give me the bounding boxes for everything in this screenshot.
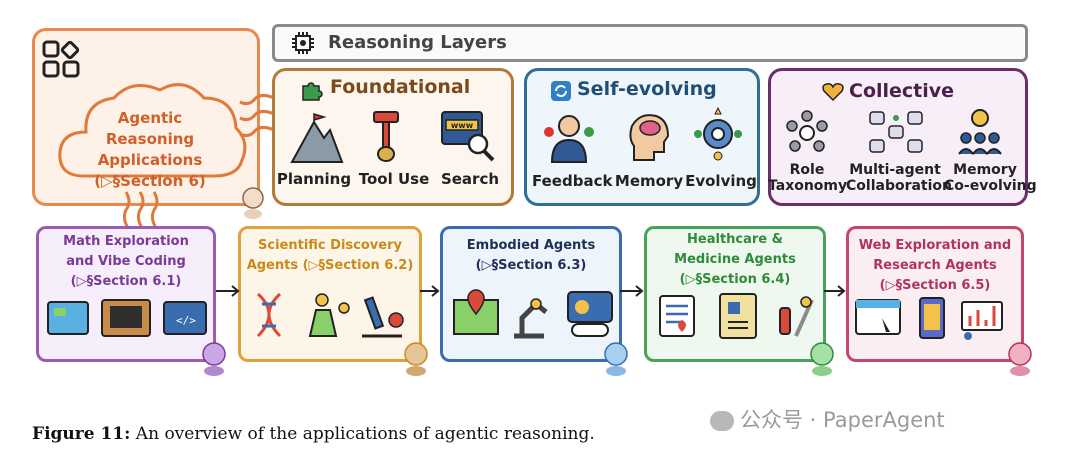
scientific-discovery-title: Scientific Discovery Agents (▷§Section 6…: [240, 236, 420, 276]
watermark-text: 公众号 · PaperAgent: [740, 408, 945, 432]
role-taxonomy-icon: [786, 110, 828, 152]
evolving-label: Evolving: [685, 172, 757, 190]
self-evolving-title: Self-evolving: [577, 78, 717, 100]
memory-coevolving-icon: [958, 109, 1002, 155]
memory-coevolving-label: Memory Co-evolving: [944, 162, 1037, 194]
svg-text:</>: </>: [176, 314, 196, 327]
medical-icons: [659, 293, 814, 339]
multi-agent-label: Multi-agent Collaboration: [846, 162, 953, 194]
math-title-line3: (▷§Section 6.1): [70, 274, 182, 289]
chip-icon: [292, 32, 314, 54]
embodied-agents-title: Embodied Agents (▷§Section 6.3): [442, 236, 620, 276]
role-taxonomy-label: Role Taxonomy: [768, 162, 848, 194]
mascot-icon: [242, 187, 264, 219]
memory-coevolving-line1: Memory: [953, 162, 1017, 178]
caption-text: An overview of the applications of agent…: [130, 424, 595, 444]
arrow-health-to-web: [824, 285, 846, 297]
multi-agent-line1: Multi-agent: [849, 162, 941, 178]
science-icons: [256, 292, 404, 338]
mascot-icon: [202, 342, 226, 376]
math-title-line2: and Vibe Coding: [66, 254, 186, 269]
mascot-icon: [1008, 342, 1032, 376]
evolving-gear-icon: [694, 106, 742, 161]
role-taxonomy-line1: Role: [789, 162, 825, 178]
apps-grid-icon: [42, 40, 80, 78]
svg-text:www: www: [451, 121, 474, 130]
arrow-sci-to-emb: [420, 285, 440, 297]
scientific-discovery-box: [238, 226, 422, 362]
mountain-icon: [290, 112, 344, 163]
arrow-emb-to-health: [620, 285, 644, 297]
agentic-apps-line1: Agentic Reasoning: [105, 109, 195, 148]
planning-label: Planning: [276, 170, 352, 188]
wechat-icon: [710, 411, 734, 431]
memory-label: Memory: [614, 172, 684, 190]
embodied-title-line1: Embodied Agents: [466, 238, 596, 253]
reasoning-layers-title: Reasoning Layers: [328, 32, 507, 53]
mascot-icon: [810, 342, 834, 376]
memory-head-icon: [629, 114, 670, 161]
arrow-math-to-sci: [216, 285, 240, 297]
caption-label: Figure 11:: [32, 424, 131, 444]
mascot-icon: [604, 342, 628, 376]
search-label: Search: [440, 170, 500, 188]
cloud-icon: [58, 83, 247, 178]
foundational-title: Foundational: [330, 76, 471, 98]
web-exploration-box: [846, 226, 1024, 362]
apps-down-arrows: [122, 191, 159, 229]
multi-agent-line2: Collaboration: [846, 178, 953, 194]
math-exploration-box: [36, 226, 216, 362]
multi-agent-robots-icon: [869, 111, 923, 153]
sci-title-line2: Agents (▷§Section 6.2): [246, 258, 414, 273]
feedback-person-icon: [544, 115, 594, 163]
agentic-apps-line2: Applications: [97, 151, 203, 169]
feedback-label: Feedback: [532, 172, 613, 190]
math-title-line1: Math Exploration: [63, 234, 189, 249]
tool-use-label: Tool Use: [358, 170, 430, 188]
search-web-icon: www: [441, 111, 495, 162]
embodied-title-line2: (▷§Section 6.3): [475, 258, 587, 273]
refresh-icon: [551, 81, 571, 101]
web-title-line2: Research Agents: [873, 258, 997, 273]
web-title-line3: (▷§Section 6.5): [879, 278, 991, 293]
mascot-icon: [404, 342, 428, 376]
health-title-line3: (▷§Section 6.4): [679, 272, 791, 287]
memory-coevolving-line2: Co-evolving: [944, 178, 1037, 194]
reasoning-layers-bar: [272, 24, 1028, 62]
layer-to-apps-arrows: [239, 93, 275, 138]
agentic-apps-label: Agentic Reasoning Applications (▷§Sectio…: [74, 108, 226, 192]
web-exploration-title: Web Exploration and Research Agents (▷§S…: [848, 236, 1022, 296]
sci-title-line1: Scientific Discovery: [258, 238, 402, 253]
watermark: 公众号 · PaperAgent: [710, 404, 945, 434]
figure-caption: Figure 11: An overview of the applicatio…: [32, 424, 595, 444]
health-title-line2: Medicine Agents: [674, 252, 796, 267]
coding-icons: </>: [47, 299, 207, 337]
agentic-apps-line3: (▷§Section 6): [94, 172, 206, 190]
handshake-heart-icon: [822, 83, 844, 102]
embodied-icons: [453, 289, 613, 339]
web-title-line1: Web Exploration and: [858, 238, 1012, 253]
tools-icon: [373, 111, 399, 162]
healthcare-agents-title: Healthcare & Medicine Agents (▷§Section …: [646, 230, 824, 290]
role-taxonomy-line2: Taxonomy: [768, 178, 848, 194]
collective-title: Collective: [849, 80, 955, 102]
health-title-line1: Healthcare &: [687, 232, 783, 247]
web-research-icons: [855, 297, 1003, 340]
math-exploration-title: Math Exploration and Vibe Coding (▷§Sect…: [38, 232, 214, 292]
puzzle-icon: [302, 82, 323, 101]
